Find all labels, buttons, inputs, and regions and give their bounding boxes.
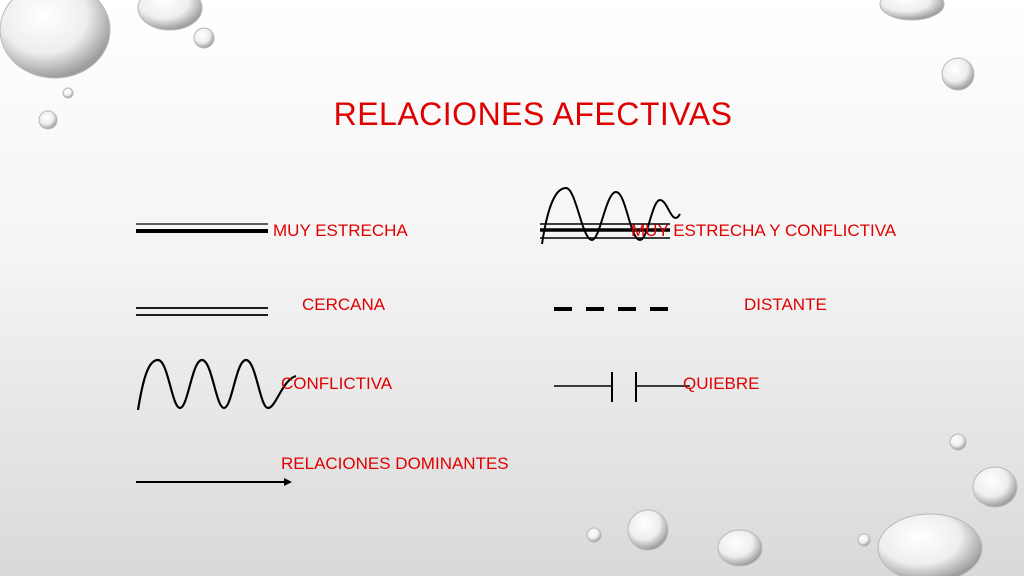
zigzag-icon (136, 358, 297, 411)
label-muy-estrecha: MUY ESTRECHA (273, 221, 408, 240)
arrow-line-icon (136, 478, 292, 486)
slide-title: RELACIONES AFECTIVAS (333, 96, 733, 132)
label-cercana: CERCANA (302, 295, 386, 314)
zigzag-over-lines-icon (540, 186, 681, 245)
broken-line-icon (554, 372, 690, 402)
label-distante: DISTANTE (744, 295, 827, 314)
double-line-icon (136, 307, 268, 316)
label-muy-estrecha-conflictiva: MUY ESTRECHA Y CONFLICTIVA (631, 221, 897, 240)
dashed-line-icon (554, 307, 674, 311)
label-relaciones-dominantes: RELACIONES DOMINANTES (281, 454, 509, 473)
label-quiebre: QUIEBRE (683, 374, 760, 393)
label-conflictiva: CONFLICTIVA (281, 374, 393, 393)
thick-line-icon (136, 223, 268, 233)
